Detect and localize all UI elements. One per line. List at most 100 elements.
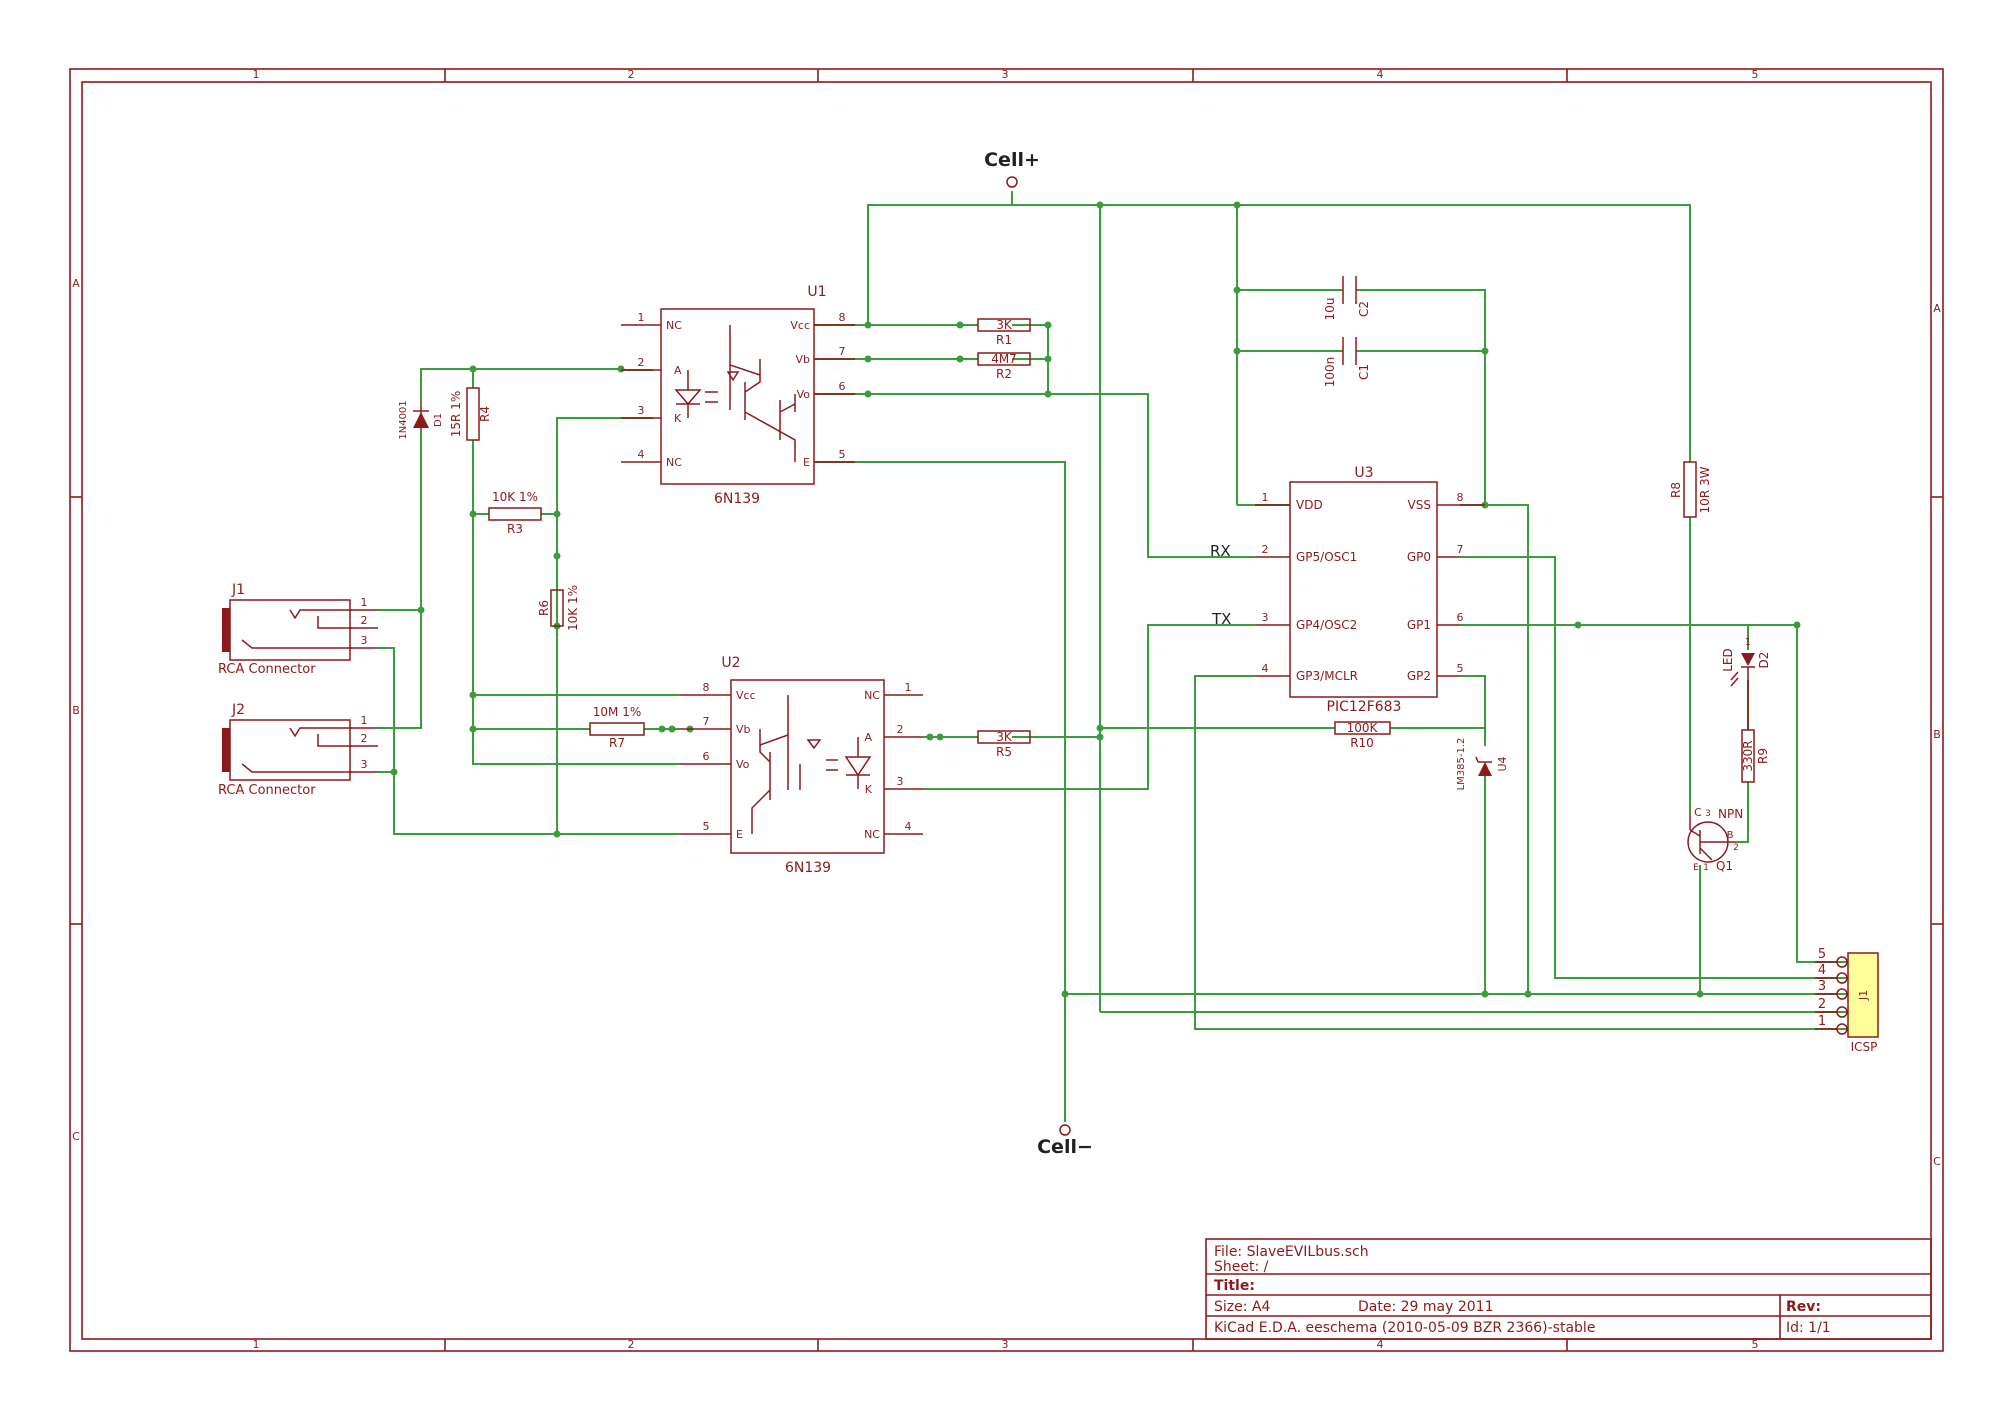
d2-pin: 1 (1745, 637, 1751, 648)
u1-pin3-name: K (674, 412, 682, 425)
r7-value: 10M 1% (593, 705, 641, 719)
capacitor-c2: 10u C2 (1323, 276, 1371, 320)
net-label-cell-neg: Cell− (1037, 1136, 1093, 1158)
u1-pin6-num: 6 (839, 380, 846, 393)
c2-ref: C2 (1357, 301, 1371, 317)
optocoupler-u1: U1 6N139 1 2 3 4 NC A K NC 8 7 6 5 Vcc V… (621, 284, 855, 507)
q1-pin-c: C (1694, 806, 1702, 819)
rca1-ref: J1 (231, 582, 245, 598)
r4-value: 15R 1% (449, 391, 463, 437)
u3-pin6-name: GP1 (1407, 618, 1431, 632)
title-size: Size: A4 (1214, 1299, 1270, 1315)
rca2-ref: J2 (231, 702, 245, 718)
row-right-a: A (1933, 302, 1941, 315)
resistor-r4: 15R 1% R4 (449, 387, 492, 441)
zone-bottom-3: 3 (1002, 1338, 1009, 1351)
u3-pin1-name: VDD (1296, 498, 1323, 512)
u4-value: LM385-1.2 (1456, 738, 1467, 791)
rca1-value: RCA Connector (218, 662, 316, 677)
u3-pin3-name: GP4/OSC2 (1296, 618, 1357, 632)
u4-ref: U4 (1496, 756, 1509, 771)
rca-connector-j2: 1 2 3 J2 RCA Connector (218, 702, 378, 798)
u2-pin6-name: Vo (736, 758, 750, 771)
u1-pin1-name: NC (666, 319, 682, 332)
r1-value: 3K (996, 318, 1013, 332)
icsp-ref: J1 (1857, 990, 1870, 1001)
r4-ref: R4 (478, 406, 492, 422)
zone-top-2: 2 (628, 68, 635, 81)
u3-pin4-num: 4 (1262, 662, 1269, 675)
u1-pin2-name: A (674, 364, 682, 377)
row-right-c: C (1933, 1155, 1941, 1168)
r2-ref: R2 (996, 367, 1012, 381)
rca2-pin2: 2 (361, 732, 368, 745)
q1-ref: Q1 (1716, 859, 1733, 873)
d1-ref: D1 (433, 413, 444, 427)
reference-u4: LM385-1.2 U4 (1456, 738, 1509, 791)
u2-pin2-name: A (864, 731, 872, 744)
icsp-pin4: 4 (1818, 963, 1826, 978)
resistor-r2: 4M7 R2 (977, 352, 1031, 381)
row-left-c: C (72, 1130, 80, 1143)
resistor-r8: R8 10R 3W (1669, 461, 1712, 518)
u3-pin7-num: 7 (1457, 543, 1464, 556)
u3-pin6-num: 6 (1457, 611, 1464, 624)
icsp-connector: 5 4 3 2 1 J1 ICSP (1815, 947, 1879, 1054)
title-sheet: Sheet: / (1214, 1259, 1269, 1275)
zone-bottom-4: 4 (1377, 1338, 1384, 1351)
r10-ref: R10 (1350, 736, 1374, 750)
u1-pin4-name: NC (666, 456, 682, 469)
resistor-r5: 3K R5 (977, 730, 1031, 759)
diode-d1: 1N4001 D1 (398, 400, 444, 439)
zone-bottom-2: 2 (628, 1338, 635, 1351)
q1-pin-e: E (1693, 863, 1699, 873)
u2-pin4-name: NC (864, 828, 880, 841)
u1-pin5-num: 5 (839, 448, 846, 461)
net-label-tx: TX (1211, 610, 1231, 628)
r9-ref: R9 (1756, 748, 1770, 764)
q1-pin-1: 1 (1703, 863, 1709, 873)
capacitor-c1: 100n C1 (1323, 337, 1371, 387)
row-left-b: B (72, 704, 80, 717)
icsp-value: ICSP (1851, 1040, 1878, 1054)
rca2-pin1: 1 (361, 714, 368, 727)
r8-value: 10R 3W (1698, 466, 1712, 513)
r8-ref: R8 (1669, 482, 1683, 498)
r1-ref: R1 (996, 333, 1012, 347)
u2-pin8-num: 8 (703, 681, 710, 694)
u1-pin2-num: 2 (638, 356, 645, 369)
r9-value: 330R (1741, 740, 1755, 771)
row-left-a: A (72, 277, 80, 290)
d2-ref: D2 (1757, 652, 1771, 669)
d2-value: LED (1721, 648, 1735, 672)
resistor-r3: 10K 1% R3 (488, 490, 542, 536)
r2-value: 4M7 (991, 352, 1017, 366)
title-block: File: SlaveEVILbus.sch Sheet: / Title: S… (1205, 1238, 1932, 1340)
u2-pin1-name: NC (864, 689, 880, 702)
u2-pin5-name: E (736, 828, 743, 841)
zone-top-3: 3 (1002, 68, 1009, 81)
icsp-pin2: 2 (1818, 997, 1826, 1012)
r10-value: 100K (1347, 721, 1379, 735)
title-file: File: SlaveEVILbus.sch (1214, 1244, 1369, 1260)
net-label-cell-pos: Cell+ (984, 149, 1040, 171)
u1-pin3-num: 3 (638, 404, 645, 417)
title-rev: Rev: (1786, 1299, 1821, 1315)
u2-ref: U2 (721, 655, 740, 671)
u2-pin8-name: Vcc (736, 689, 756, 702)
zone-bottom-1: 1 (253, 1338, 260, 1351)
q1-value: NPN (1718, 807, 1743, 821)
resistor-r6: R6 10K 1% (537, 585, 580, 631)
u1-pin6-name: Vo (797, 388, 811, 401)
resistor-r9: 330R R9 (1741, 729, 1770, 783)
u3-value: PIC12F683 (1327, 699, 1402, 715)
u2-pin6-num: 6 (703, 750, 710, 763)
u2-pin5-num: 5 (703, 820, 710, 833)
drawing-frame: 1 2 3 4 5 1 2 3 4 5 A B C A B C (69, 68, 1944, 1352)
u3-pin7-name: GP0 (1407, 550, 1431, 564)
u2-pin7-name: Vb (736, 723, 751, 736)
led-d2: 1 LED D2 (1721, 637, 1771, 730)
net-label-rx: RX (1210, 542, 1231, 560)
u1-ref: U1 (807, 284, 826, 300)
